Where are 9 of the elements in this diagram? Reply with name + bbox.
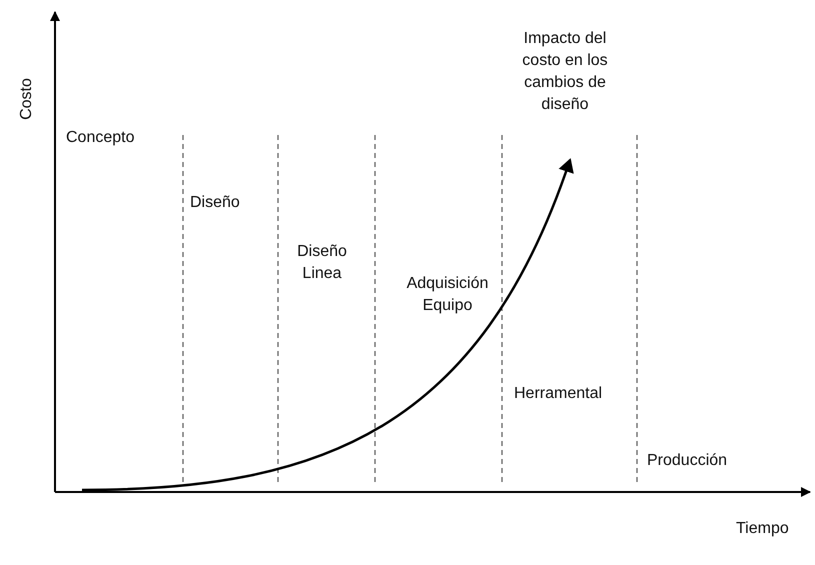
curve-annotation: Impacto del costo en los cambios de diseño [521,29,609,115]
phase-label: Producción [647,451,728,471]
phase-label: Herramental [514,384,602,404]
phase-label: Concepto [66,128,134,148]
phase-label: Diseño [190,193,240,213]
axis-title: Tiempo [736,519,789,539]
axis-title: Costo [17,77,36,122]
phase-label: Adquisición Equipo [406,274,490,316]
phase-label: Diseño Linea [296,242,348,284]
